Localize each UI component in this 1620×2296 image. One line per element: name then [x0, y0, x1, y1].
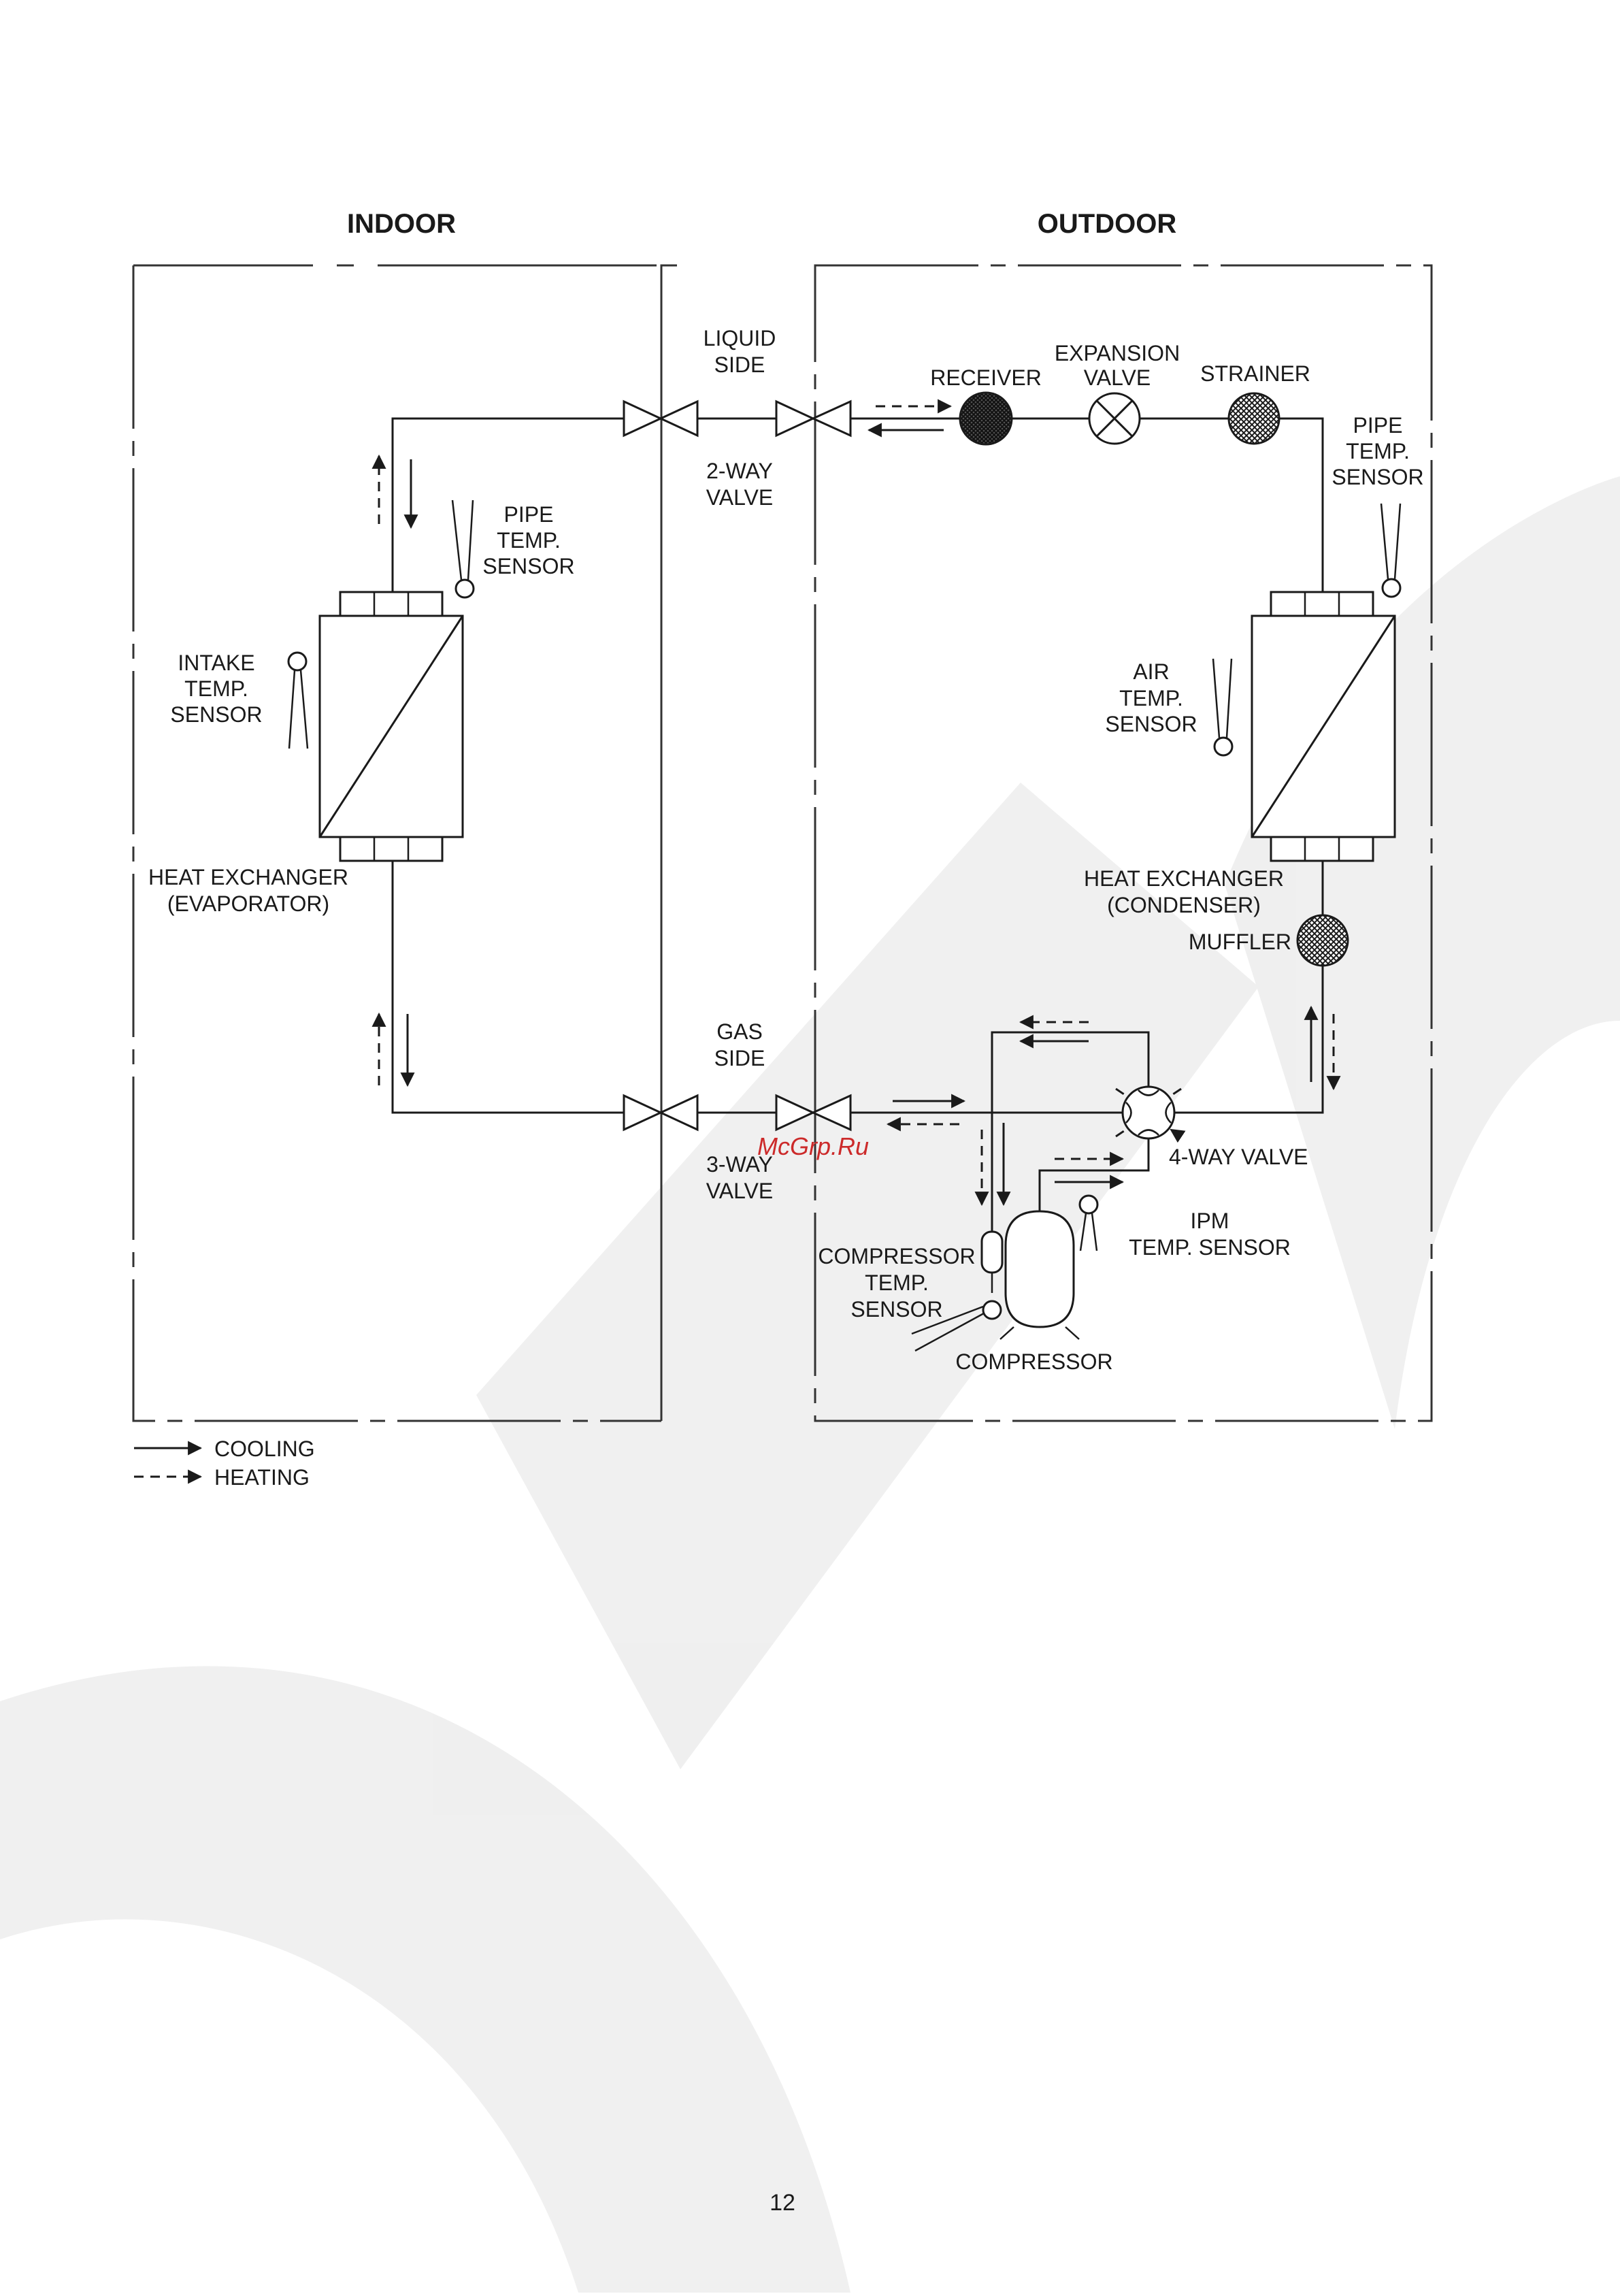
suction-pipe [991, 1031, 1150, 1232]
3way-valve-icon [775, 1094, 852, 1132]
liquid-side-label: LIQUID [704, 326, 776, 350]
compressor-temp-sensor-label: COMPRESSOR [818, 1244, 975, 1268]
page-number: 12 [770, 2190, 795, 2216]
legend-heating-label: HEATING [214, 1465, 310, 1490]
2way-valve-label: 2-WAY [706, 459, 773, 483]
air-temp-sensor-label: AIR [1133, 659, 1169, 684]
legend: COOLING HEATING [134, 1437, 315, 1490]
gas-side-label: SIDE [714, 1046, 765, 1070]
outdoor-hx-label: HEAT EXCHANGER [1084, 866, 1284, 891]
4way-valve-icon [1115, 1085, 1181, 1138]
gas-side-label: GAS [716, 1019, 763, 1044]
3way-valve-label: VALVE [706, 1179, 773, 1203]
discharge-pipe [1038, 1138, 1150, 1211]
legend-cooling-label: COOLING [214, 1437, 315, 1461]
intake-temp-sensor-label: SENSOR [170, 702, 262, 727]
ipm-temp-sensor-label: IPM [1191, 1209, 1229, 1233]
indoor-gas-pipe [391, 861, 624, 1114]
indoor-pipe-temp-sensor-icon [451, 499, 475, 599]
outdoor-heading: OUTDOOR [1038, 209, 1177, 239]
intake-temp-sensor-icon [287, 651, 309, 749]
indoor-gas-valve-icon [623, 1094, 699, 1132]
indoor-liquid-pipe [391, 417, 624, 592]
indoor-liquid-valve-icon [623, 399, 699, 438]
muffler-icon [1296, 914, 1349, 967]
strainer-label: STRAINER [1200, 361, 1310, 386]
intake-temp-sensor-label: INTAKE [178, 651, 254, 675]
indoor-boundary-top [133, 264, 677, 1421]
indoor-hx-label: (EVAPORATOR) [167, 891, 329, 916]
outdoor-pipe-temp-sensor-label: TEMP. [1346, 439, 1410, 463]
compressor-label: COMPRESSOR [955, 1349, 1112, 1374]
outdoor-pipe-temp-sensor-label: PIPE [1353, 413, 1403, 438]
ipm-temp-sensor-icon [1078, 1194, 1099, 1251]
muffler-label: MUFFLER [1189, 930, 1291, 954]
compressor-temp-sensor-label: TEMP. [865, 1270, 929, 1295]
2way-valve-icon [775, 399, 852, 438]
expansion-valve-label: EXPANSION [1055, 341, 1180, 365]
compressor-temp-sensor-icon [911, 1300, 1002, 1352]
2way-valve-label: VALVE [706, 485, 773, 510]
indoor-heading: INDOOR [347, 209, 456, 239]
expansion-valve-label: VALVE [1084, 365, 1151, 390]
air-temp-sensor-label: SENSOR [1105, 712, 1197, 736]
4way-valve-label: 4-WAY VALVE [1169, 1145, 1308, 1169]
background-logo-watermark [0, 476, 1620, 2293]
ipm-temp-sensor-label: TEMP. SENSOR [1129, 1235, 1291, 1260]
compressor-icon [980, 1210, 1080, 1340]
indoor-hx-label: HEAT EXCHANGER [148, 865, 348, 889]
indoor-pipe-temp-sensor-label: TEMP. [497, 528, 561, 553]
expansion-valve-icon [1088, 392, 1141, 445]
compressor-temp-sensor-label: SENSOR [850, 1297, 942, 1322]
air-temp-sensor-label: TEMP. [1119, 686, 1183, 710]
air-temp-sensor-icon [1212, 658, 1234, 757]
indoor-boundary [132, 265, 661, 1422]
outdoor-liquid-pipe [850, 417, 1324, 592]
4way-to-muffler-pipe [1175, 966, 1324, 1114]
outdoor-pipe-temp-sensor-icon [1380, 503, 1402, 598]
strainer-icon [1227, 392, 1280, 445]
liquid-side-label: SIDE [714, 352, 765, 377]
outdoor-heat-exchanger [1251, 591, 1396, 862]
intake-temp-sensor-label: TEMP. [184, 676, 248, 701]
receiver-icon [959, 391, 1013, 446]
outdoor-hx-label: (CONDENSER) [1107, 893, 1261, 917]
3way-valve-label: 3-WAY [706, 1152, 773, 1177]
watermark-text: McGrp.Ru [757, 1132, 869, 1160]
receiver-label: RECEIVER [930, 365, 1042, 390]
outdoor-boundary [814, 264, 1433, 1422]
indoor-pipe-temp-sensor-label: SENSOR [482, 554, 574, 578]
indoor-pipe-temp-sensor-label: PIPE [504, 502, 554, 527]
indoor-heat-exchanger [318, 591, 464, 862]
outdoor-pipe-temp-sensor-label: SENSOR [1332, 465, 1423, 489]
